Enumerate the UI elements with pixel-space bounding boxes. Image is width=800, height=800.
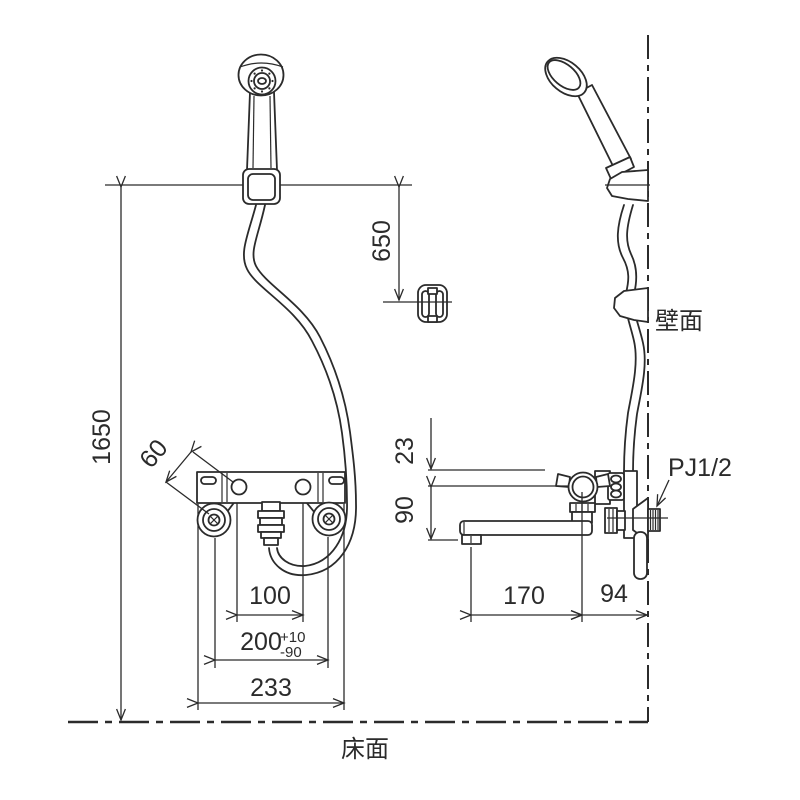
dimension-200: 200 +10 -90 xyxy=(203,628,330,666)
hook-bar-right xyxy=(435,290,444,318)
faucet-side-view xyxy=(459,470,668,580)
handle-line-2 xyxy=(269,95,272,169)
body-union-left xyxy=(230,478,248,496)
hose-fitting-front xyxy=(257,501,285,546)
wall-hook-side xyxy=(613,287,649,323)
handle-knob-inner xyxy=(571,475,595,499)
dim-text-union-pitch: 100 xyxy=(249,582,291,610)
hose-side-wall-2 xyxy=(626,204,646,473)
hose-front-wall-2 xyxy=(252,204,357,576)
ext-60-lower xyxy=(165,481,210,515)
handle-line-1 xyxy=(252,95,255,169)
dimension-1650: 1650 xyxy=(88,175,127,722)
front-extension-lines xyxy=(197,496,345,710)
head-rim-band xyxy=(239,62,284,68)
dimension-23-90: 23 90 xyxy=(391,418,568,541)
fitting-rib-2 xyxy=(259,517,283,526)
shower-holder-inner xyxy=(247,173,276,201)
handle-end-cap-side xyxy=(605,156,635,180)
connection-callout: PJ1/2 xyxy=(656,454,732,508)
fitting-rib-3 xyxy=(257,524,285,533)
wall-flange xyxy=(632,497,649,542)
dim-text-pipe-pitch: 200 xyxy=(240,628,282,656)
hose-front-wall-1 xyxy=(243,204,348,567)
floor-surface-label: 床面 xyxy=(341,736,389,763)
dim-text-overall-height: 1650 xyxy=(88,409,116,465)
dimension-233: 233 xyxy=(186,674,346,709)
dim-text-top-to-center: 23 xyxy=(391,437,419,465)
screw-cross-left-2 xyxy=(209,515,219,525)
dim-text-center-to-bottom: 90 xyxy=(391,496,419,524)
screw-cross-right-2 xyxy=(324,514,334,524)
dim-text-wall-clearance: 94 xyxy=(600,580,628,608)
wall-surface-label: 壁面 xyxy=(655,308,703,335)
dim-text-hook-offset: 650 xyxy=(368,220,396,262)
fitting-rib-1 xyxy=(257,510,285,519)
hook-bar-left xyxy=(421,290,430,318)
shower-handle-side xyxy=(576,84,632,171)
shower-hose-front xyxy=(243,204,357,576)
dimension-650: 650 xyxy=(368,175,405,302)
fitting-end xyxy=(263,537,279,546)
shower-head-front-view xyxy=(237,53,285,205)
shower-head-side-view xyxy=(544,56,650,323)
dimension-100: 100 xyxy=(225,582,305,621)
dim-text-spout-reach: 170 xyxy=(503,582,545,610)
faucet-front-view xyxy=(196,471,347,538)
dim-text-leg-length: 60 xyxy=(134,434,173,473)
shower-hose-side xyxy=(616,204,646,473)
hose-side-wall-1 xyxy=(616,204,637,473)
handle-slot-left xyxy=(200,476,217,485)
dim-text-tol-plus: +10 xyxy=(280,629,305,646)
dim-text-body-width: 233 xyxy=(250,674,292,702)
dim-text-tol-minus: -90 xyxy=(280,644,302,661)
reference-lines xyxy=(68,35,649,724)
connection-nut xyxy=(604,507,618,534)
dimension-170-94: 170 94 xyxy=(459,492,649,622)
dim-line-60 xyxy=(164,440,202,484)
shower-handle-front xyxy=(246,91,278,171)
valve-ring-2 xyxy=(610,482,622,492)
spray-nozzle-dots xyxy=(250,69,274,93)
handle-slot-right xyxy=(328,476,345,485)
washer xyxy=(616,510,626,531)
pj-leader-line xyxy=(656,479,670,508)
body-union-right xyxy=(294,478,312,496)
temp-lever xyxy=(633,531,648,580)
shower-head-side-face xyxy=(546,59,582,91)
hook-tab-top xyxy=(427,287,438,295)
valve-ring-3 xyxy=(610,489,622,499)
spout-pipe xyxy=(459,520,593,536)
fitting-neck xyxy=(261,501,281,512)
valve-ring-1 xyxy=(610,474,622,484)
spray-center xyxy=(257,77,267,85)
hook-tab-bottom xyxy=(427,315,438,323)
wall-hook-front-view xyxy=(383,284,452,323)
handle-wing-left xyxy=(555,473,571,488)
connection-thread-label: PJ1/2 xyxy=(668,454,732,482)
